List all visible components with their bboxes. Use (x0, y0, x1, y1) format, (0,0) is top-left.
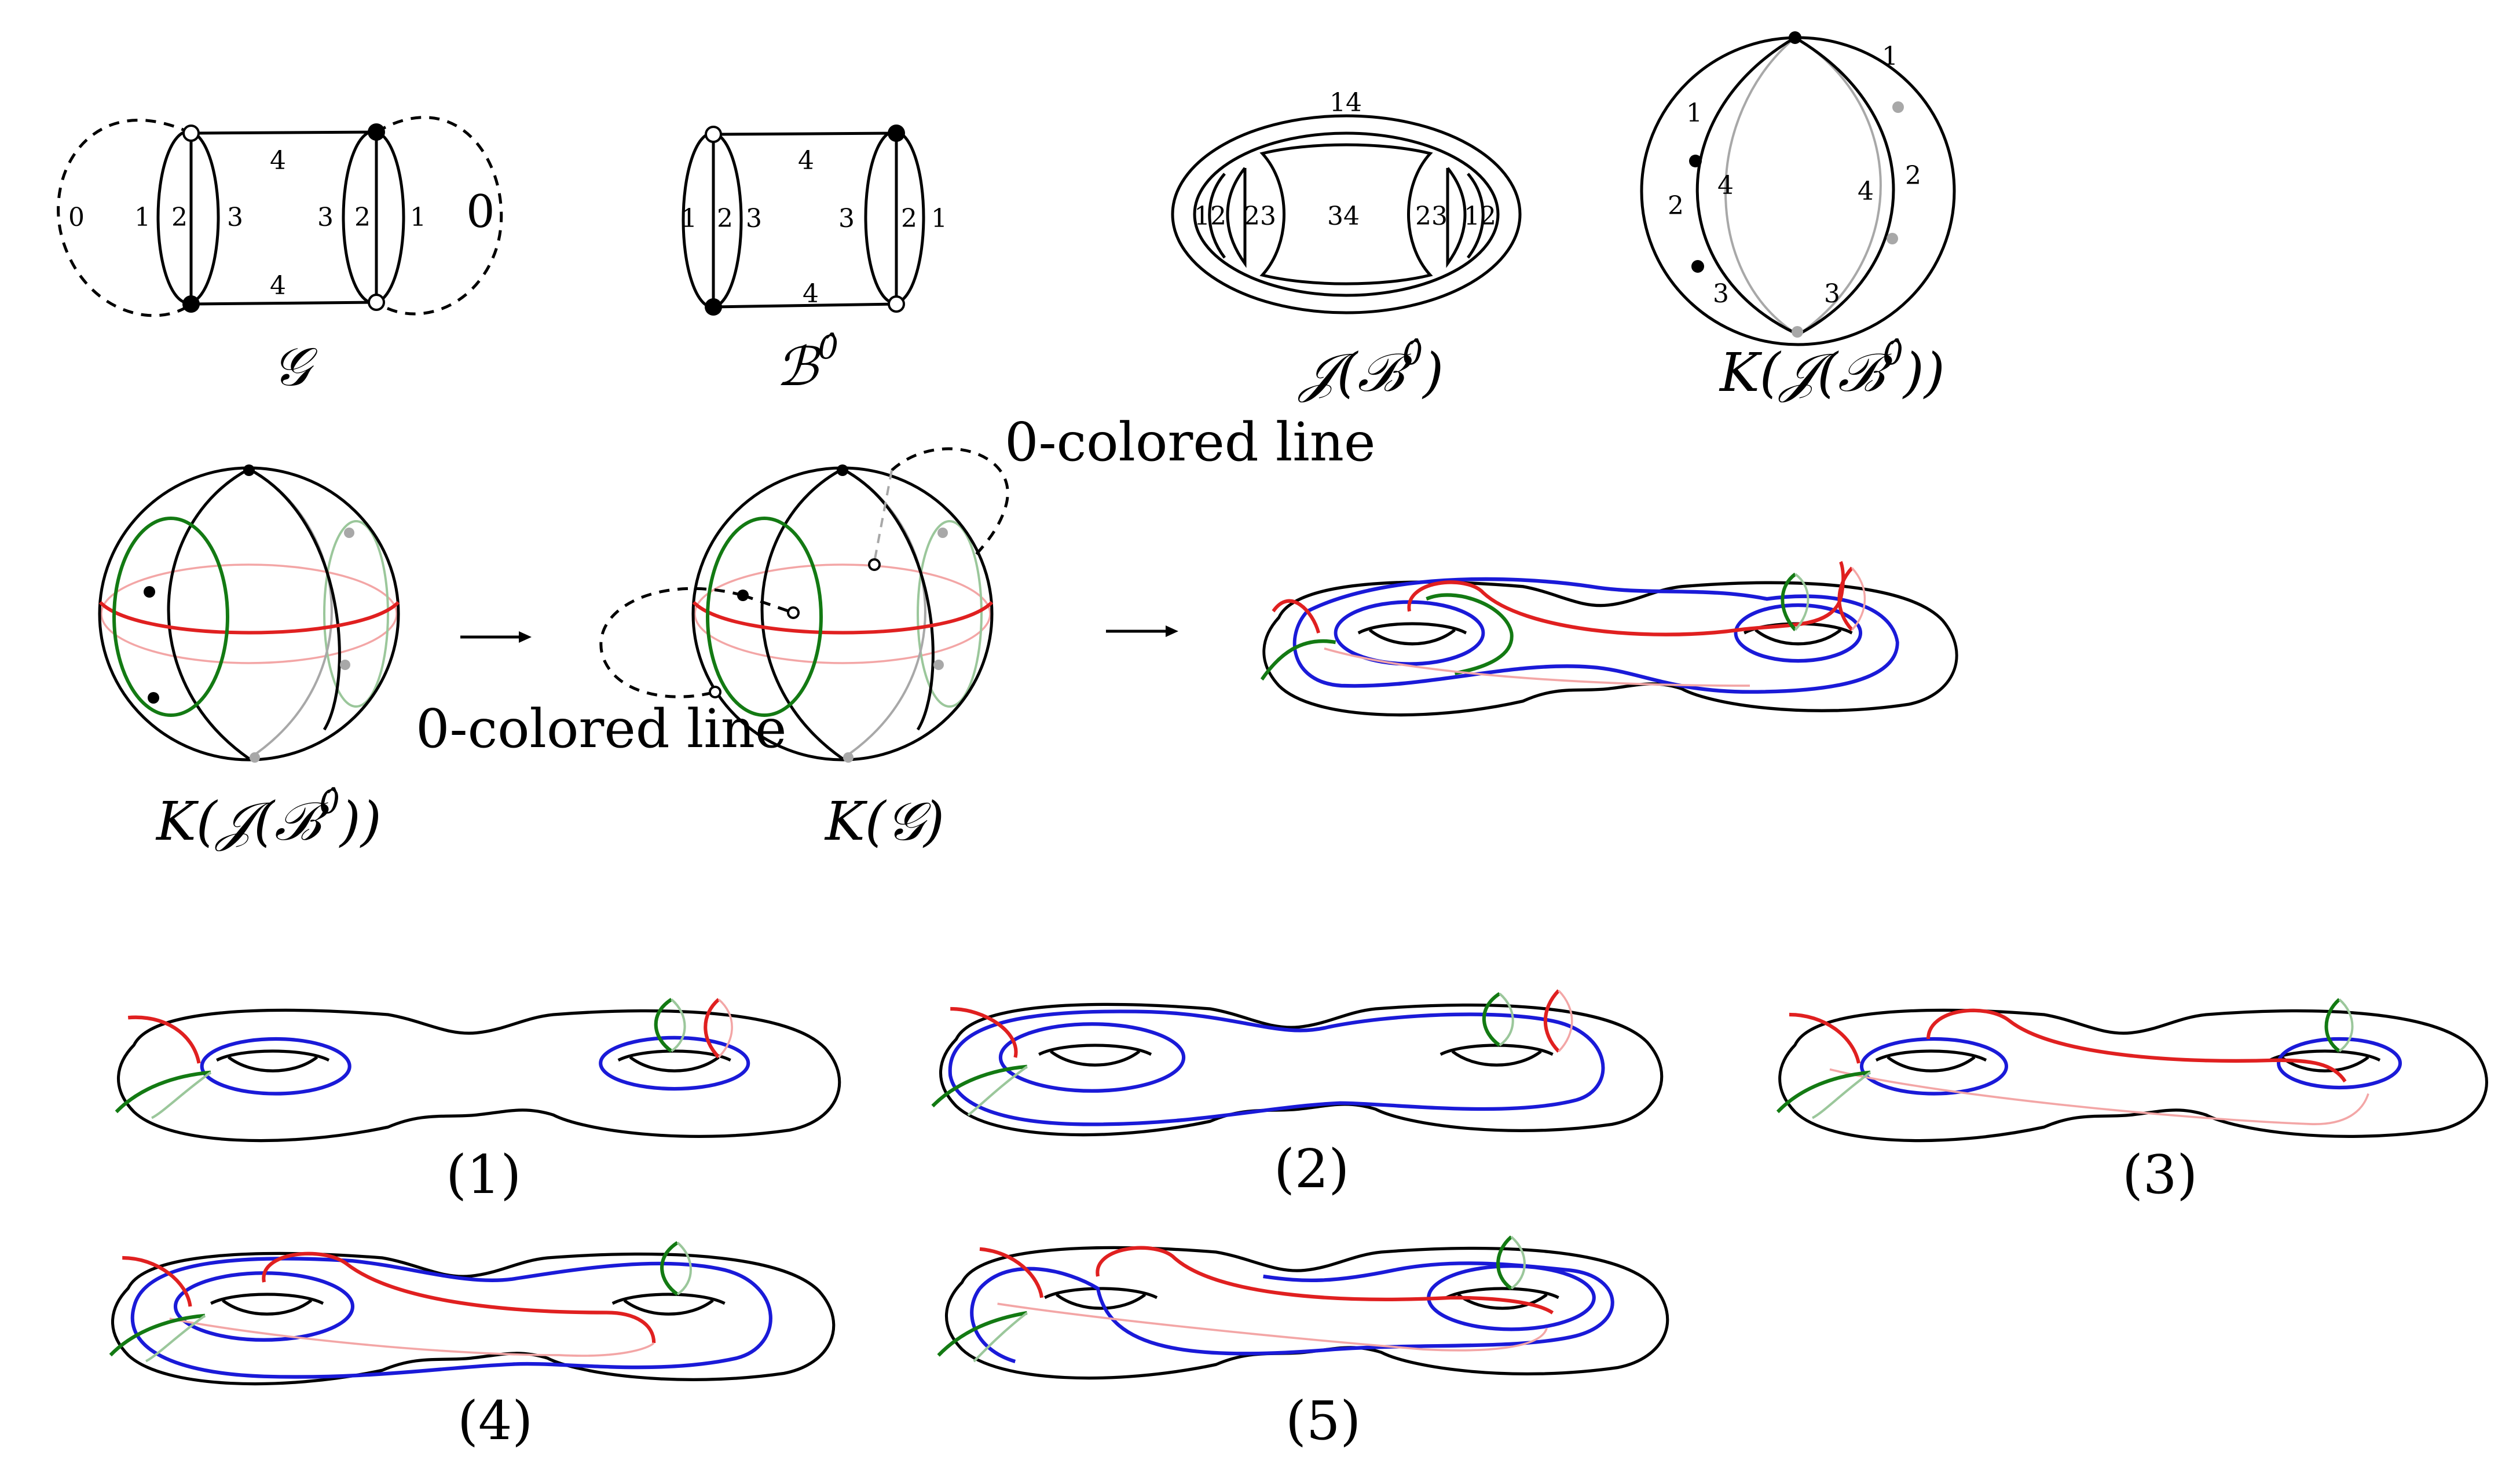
JB0-label-23-right: 23 (1415, 202, 1448, 231)
panel-label-3: (3) (2122, 1144, 2197, 1206)
G-label-2-left: 2 (171, 203, 188, 232)
surface-panel-2 (931, 989, 1662, 1135)
G-label-3-left: 3 (227, 203, 243, 232)
annotation-0-colored-line-top: 0-colored line (1005, 411, 1375, 473)
G-label-1-left: 1 (134, 203, 151, 232)
sphere-KJB0-colored: K(𝒥(ℬ0̂)) (98, 464, 400, 852)
KJB0-label-1-left: 1 (1686, 98, 1702, 128)
surface-panel-5 (937, 1235, 1668, 1378)
JB0-label-12-left: 12 (1194, 202, 1226, 231)
B0-label-4-top: 4 (798, 146, 814, 175)
G-label-3-right: 3 (317, 203, 334, 232)
B0-label-2-right: 2 (901, 204, 917, 233)
surface-panel-3 (1776, 998, 2486, 1141)
G-label-0-left: 0 (68, 203, 85, 232)
panel-label-1: (1) (446, 1144, 521, 1206)
G-label-0-right: 0 (466, 186, 495, 238)
KJB0-label-2-left: 2 (1668, 191, 1684, 221)
annotation-0-colored-line-bottom: 0-colored line (416, 698, 786, 760)
panel-label-5: (5) (1285, 1390, 1361, 1452)
sphere1-caption: K(𝒥(ℬ0̂)) (155, 784, 382, 852)
G-label-4-bottom: 4 (270, 271, 286, 301)
G-label-4-top: 4 (270, 146, 286, 175)
B0-caption: ℬ0̂ (776, 329, 838, 398)
KJB0-caption: K(𝒥(ℬ0̂)) (1719, 335, 1945, 404)
B0-label-3-right: 3 (838, 204, 855, 233)
B0-label-1-right: 1 (931, 204, 947, 233)
G-label-2-right: 2 (354, 203, 371, 232)
JB0-label-14: 14 (1329, 88, 1362, 118)
surface-main (1260, 561, 1957, 715)
arrow-1 (460, 631, 532, 643)
panel-label-2: (2) (1274, 1138, 1349, 1200)
surface-panel-4 (109, 1241, 834, 1384)
sphere2-caption: K(𝒢) (824, 790, 944, 852)
surface-panel-1 (115, 998, 840, 1141)
arrow-2 (1106, 625, 1178, 637)
B0-label-1-left: 1 (681, 204, 697, 233)
KJB0-label-4-right: 4 (1858, 177, 1874, 206)
B0-label-2-left: 2 (717, 204, 733, 233)
graph-B0: 1 2 3 4 4 3 2 1 ℬ0̂ (681, 125, 947, 398)
B0-label-4-bottom: 4 (803, 279, 819, 309)
jacket-JB0: 14 12 23 34 23 12 𝒥(ℬ0̂) (1171, 88, 1522, 404)
KJB0-label-2-right: 2 (1905, 161, 1921, 191)
KJB0-label-1-right: 1 (1882, 42, 1898, 71)
panel-label-4: (4) (457, 1390, 533, 1452)
JB0-label-12-right: 12 (1464, 202, 1496, 231)
JB0-label-23-left: 23 (1244, 202, 1276, 231)
KJB0-label-3-right: 3 (1824, 279, 1840, 309)
B0-label-3-left: 3 (746, 204, 762, 233)
JB0-caption: 𝒥(ℬ0̂) (1298, 335, 1444, 404)
G-label-1-right: 1 (410, 203, 426, 232)
graph-G: 0 1 2 3 4 4 3 2 1 0 𝒢 (57, 116, 503, 398)
sphere-KJB0-top: 1 1 2 4 4 2 3 3 K(𝒥(ℬ0̂)) (1640, 31, 1956, 404)
JB0-label-34: 34 (1327, 202, 1360, 231)
sphere-KG: 0-colored line 0-colored line K(𝒢) (416, 411, 1375, 852)
KJB0-label-3-left: 3 (1713, 279, 1729, 309)
KJB0-label-4-left: 4 (1717, 171, 1734, 200)
G-caption: 𝒢 (272, 336, 318, 398)
